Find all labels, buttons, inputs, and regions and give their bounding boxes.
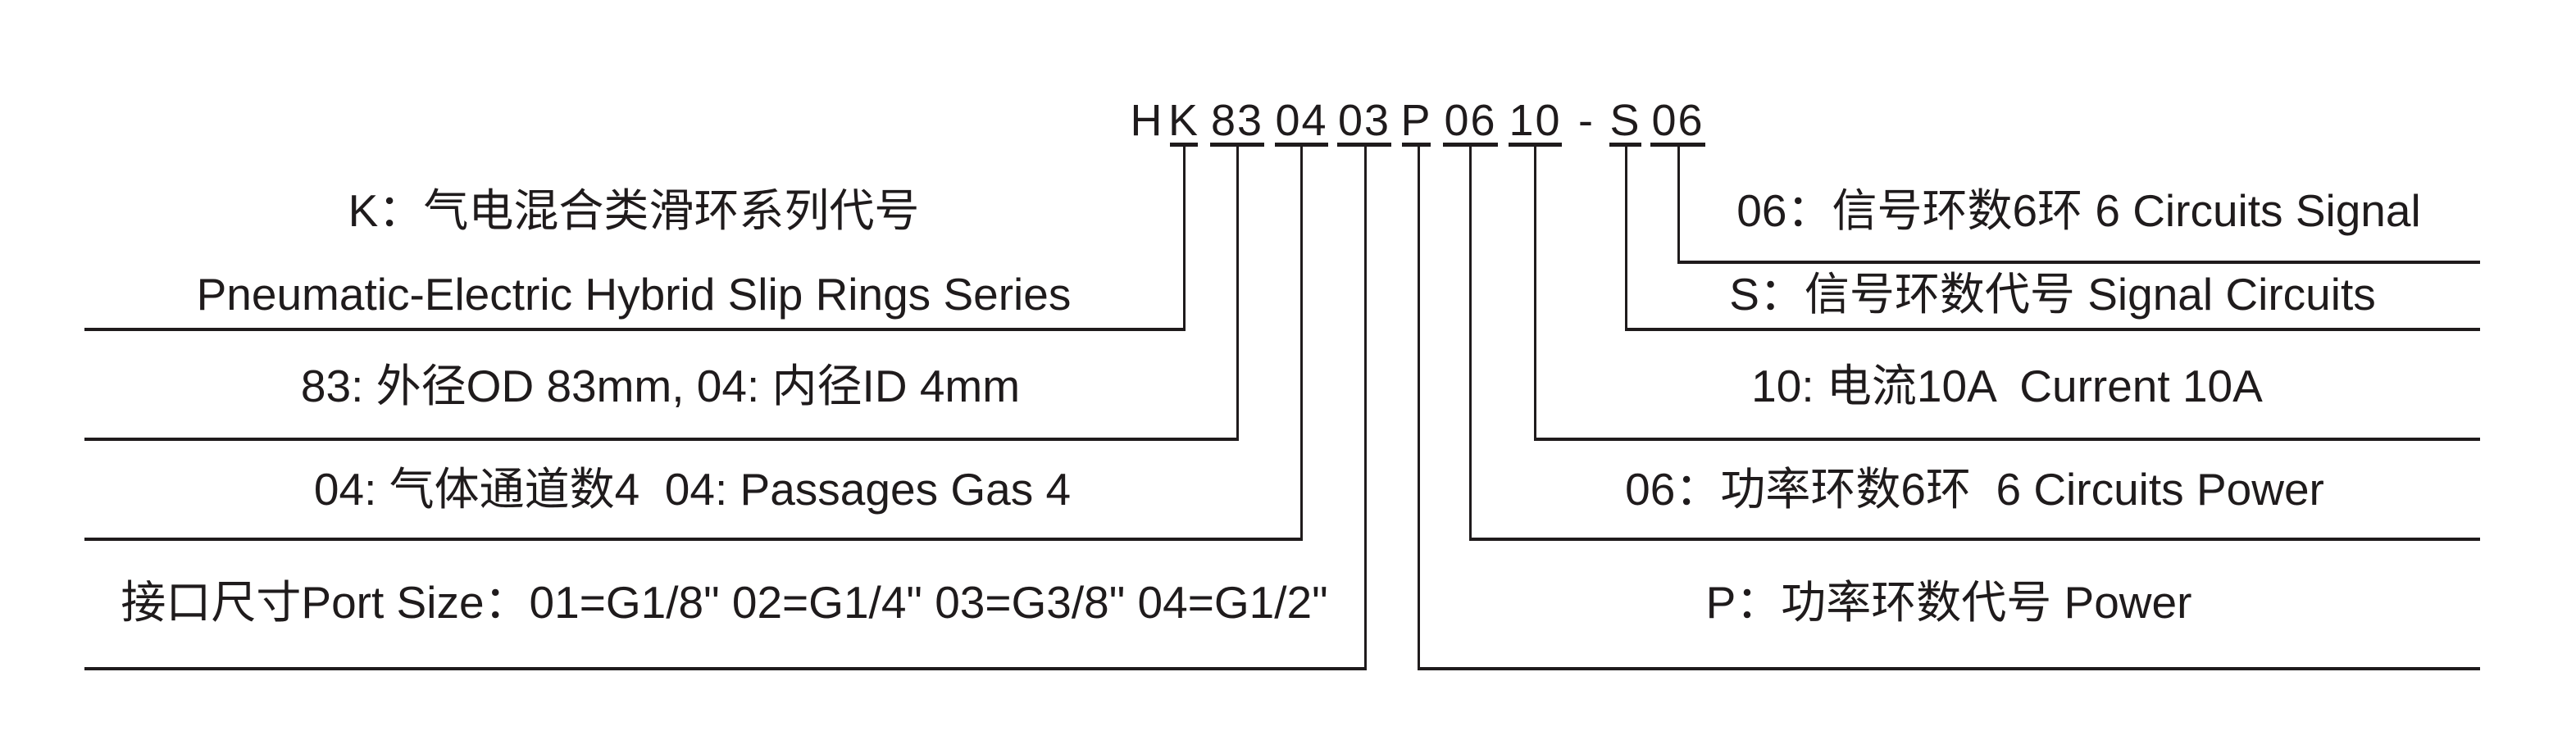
code-segment-h: H (1130, 96, 1164, 145)
leader-vertical-03 (1364, 144, 1367, 670)
label-power-code: P：功率环数代号 Power (1705, 577, 2192, 628)
code-segment-06-pwr: 06 (1443, 90, 1498, 147)
leader-horizontal-current (1534, 438, 2480, 441)
label-power-circuits: 06：功率环数6环 6 Circuits Power (1625, 464, 2324, 515)
leader-vertical-04-id (1300, 144, 1303, 541)
label-signal-code: S：信号环数代号 Signal Circuits (1729, 269, 2376, 320)
code-segment-03: 03 (1337, 90, 1391, 147)
code-segment-10: 10 (1509, 90, 1562, 147)
leader-vertical-83 (1236, 144, 1239, 441)
leader-vertical-06-signal (1677, 144, 1680, 264)
leader-horizontal-port-size (84, 667, 1367, 670)
leader-vertical-s (1625, 144, 1627, 331)
code-segment-p: P (1400, 90, 1431, 147)
label-series-cn: K：气电混合类滑环系列代号 (348, 185, 920, 236)
leader-vertical-10 (1534, 144, 1536, 441)
code-segment-06-sig: 06 (1650, 90, 1705, 147)
label-port-size: 接口尺寸Port Size：01=G1/8" 02=G1/4" 03=G3/8"… (121, 577, 1328, 628)
code-segment-s: S (1609, 90, 1641, 147)
label-od-id: 83: 外径OD 83mm, 04: 内径ID 4mm (300, 361, 1021, 411)
leader-vertical-06-power (1469, 144, 1472, 541)
label-current: 10: 电流10A Current 10A (1751, 361, 2263, 411)
leader-horizontal-power-circuits (1469, 538, 2480, 541)
leader-horizontal-series (84, 328, 1186, 331)
leader-horizontal-power-code (1418, 667, 2480, 670)
leader-vertical-p (1418, 144, 1420, 670)
leader-horizontal-signal-circuits (1677, 261, 2480, 264)
code-segment-04-id: 04 (1275, 90, 1328, 147)
leader-vertical-k (1183, 144, 1186, 331)
leader-horizontal-od-id (84, 438, 1239, 441)
leader-horizontal-passages (84, 538, 1303, 541)
label-series-en: Pneumatic-Electric Hybrid Slip Rings Ser… (196, 269, 1072, 320)
code-segment-83: 83 (1210, 90, 1264, 147)
code-segment-k: K (1168, 90, 1198, 147)
leader-horizontal-signal-code (1625, 328, 2480, 331)
label-passages: 04: 气体通道数4 04: Passages Gas 4 (313, 464, 1072, 515)
code-segment-dash: - (1578, 96, 1595, 145)
label-signal-circuits: 06：信号环数6环 6 Circuits Signal (1736, 185, 2421, 236)
